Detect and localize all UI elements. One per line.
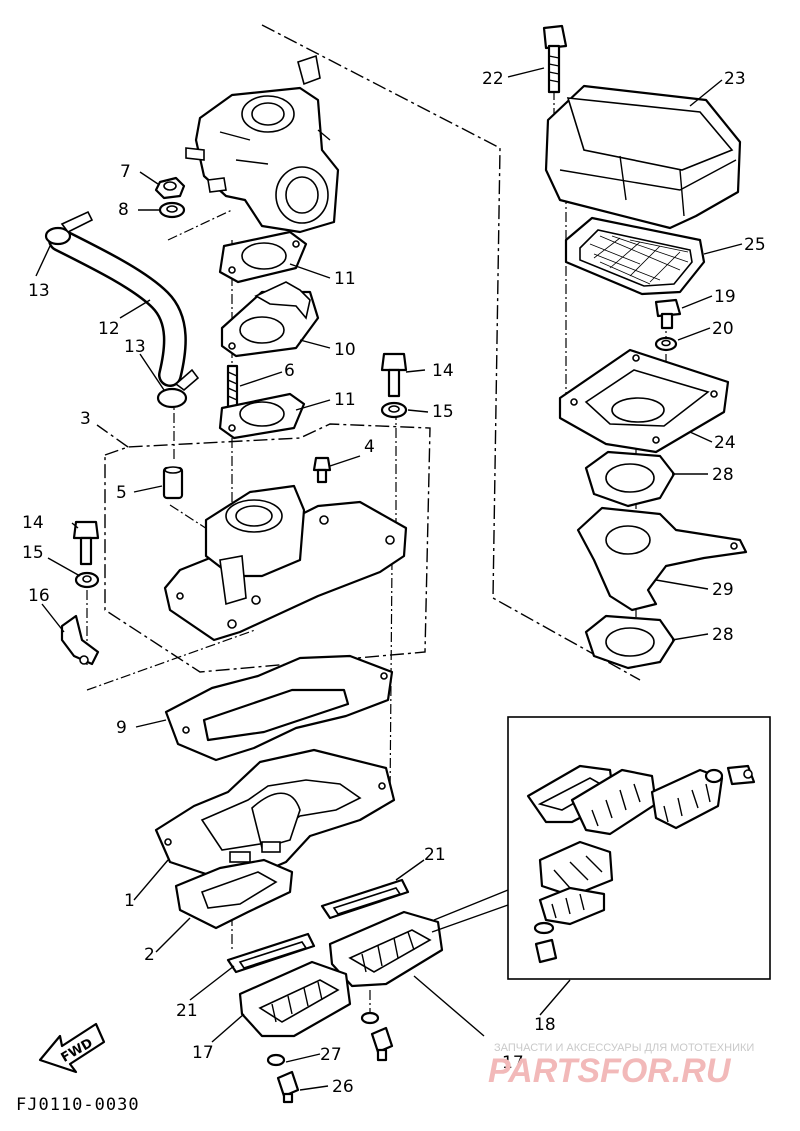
leader-lines [35, 67, 743, 1091]
gasket-28-upper [584, 450, 676, 508]
bolt-19 [654, 298, 682, 330]
watermark-caption: ЗАПЧАСТИ И АКСЕССУАРЫ ДЛЯ МОТОТЕХНИКИ [494, 1042, 754, 1054]
washer-15-right [380, 401, 408, 419]
callout-29: 29 [712, 580, 734, 600]
callout-28-upper: 28 [712, 465, 734, 485]
callout-19: 19 [714, 287, 736, 307]
air-silencer-cover-23 [544, 84, 742, 230]
gasket-21-left [226, 932, 316, 974]
callout-23: 23 [724, 69, 746, 89]
callout-8: 8 [118, 200, 129, 220]
callout-11-upper: 11 [334, 269, 356, 289]
plate-10 [220, 281, 320, 358]
callout-16: 16 [28, 586, 50, 606]
callout-20: 20 [712, 319, 734, 339]
callout-10: 10 [334, 340, 356, 360]
callout-13-lower: 13 [124, 337, 146, 357]
bolt-14-right [380, 352, 408, 398]
silencer-base-24 [558, 348, 730, 454]
reed-valve-body-1 [154, 748, 396, 882]
callout-15-left: 15 [22, 543, 44, 563]
callout-7: 7 [120, 162, 131, 182]
callout-14-right: 14 [432, 361, 454, 381]
gasket-21-right [320, 878, 410, 920]
callout-13-upper: 13 [28, 281, 50, 301]
washer-27-right [360, 1011, 380, 1025]
gasket-9 [164, 654, 394, 762]
gasket-2 [174, 858, 294, 930]
washer-27-left [266, 1053, 286, 1067]
bracket-16 [60, 614, 100, 666]
callout-15-right: 15 [432, 402, 454, 422]
bolt-14-left [72, 520, 100, 566]
callout-5: 5 [116, 483, 127, 503]
washer-8 [158, 201, 186, 219]
filter-element-25 [564, 216, 706, 296]
callout-25: 25 [744, 235, 766, 255]
callout-26: 26 [332, 1077, 354, 1097]
gasket-11-lower [218, 392, 306, 440]
callout-24: 24 [714, 433, 736, 453]
stud-6 [226, 364, 239, 410]
callout-4: 4 [364, 437, 375, 457]
callout-28-lower: 28 [712, 625, 734, 645]
callout-17-right: 17 [502, 1053, 524, 1073]
callout-3: 3 [80, 409, 91, 429]
hose-clamp-13-lower [156, 368, 200, 409]
bracket-29 [576, 506, 748, 612]
nut-7 [154, 176, 186, 200]
screw-26-left [276, 1070, 300, 1104]
reed-valve-17-right [328, 910, 444, 988]
gasket-28-lower [584, 614, 676, 670]
inset-box-18 [507, 716, 771, 980]
callout-1: 1 [124, 891, 135, 911]
forward-arrow: FWD [38, 1022, 106, 1074]
callout-11-lower: 11 [334, 390, 356, 410]
reed-valve-17-left [238, 960, 352, 1038]
screw-26-right [370, 1026, 394, 1062]
carburetor [185, 54, 340, 234]
callout-2: 2 [144, 945, 155, 965]
gasket-11-upper [218, 230, 308, 284]
callout-21-right: 21 [424, 845, 446, 865]
diagram-code: FJ0110-0030 [16, 1095, 140, 1115]
callout-21-left: 21 [176, 1001, 198, 1021]
watermark: ЗАПЧАСТИ И АКСЕССУАРЫ ДЛЯ МОТОТЕХНИКИ PA… [488, 1042, 754, 1090]
callout-22: 22 [482, 69, 504, 89]
bolt-22 [542, 24, 568, 94]
washer-15-left [74, 571, 100, 589]
callout-18: 18 [534, 1015, 556, 1035]
pin-5 [162, 466, 184, 500]
callout-27: 27 [320, 1045, 342, 1065]
hose-clamp-13-upper [44, 210, 94, 246]
watermark-logo: PARTSFOR.RU [488, 1052, 732, 1090]
intake-manifold-3 [163, 484, 408, 642]
callout-9: 9 [116, 718, 127, 738]
washer-20 [654, 336, 678, 352]
stud-4 [312, 456, 332, 484]
callout-17-left: 17 [192, 1043, 214, 1063]
callout-12: 12 [98, 319, 120, 339]
hose-12 [48, 228, 187, 387]
callout-6: 6 [284, 361, 295, 381]
callout-14-left: 14 [22, 513, 44, 533]
callout-numbers: 7 8 13 11 12 10 13 6 14 11 15 3 4 5 14 1… [22, 69, 766, 1097]
